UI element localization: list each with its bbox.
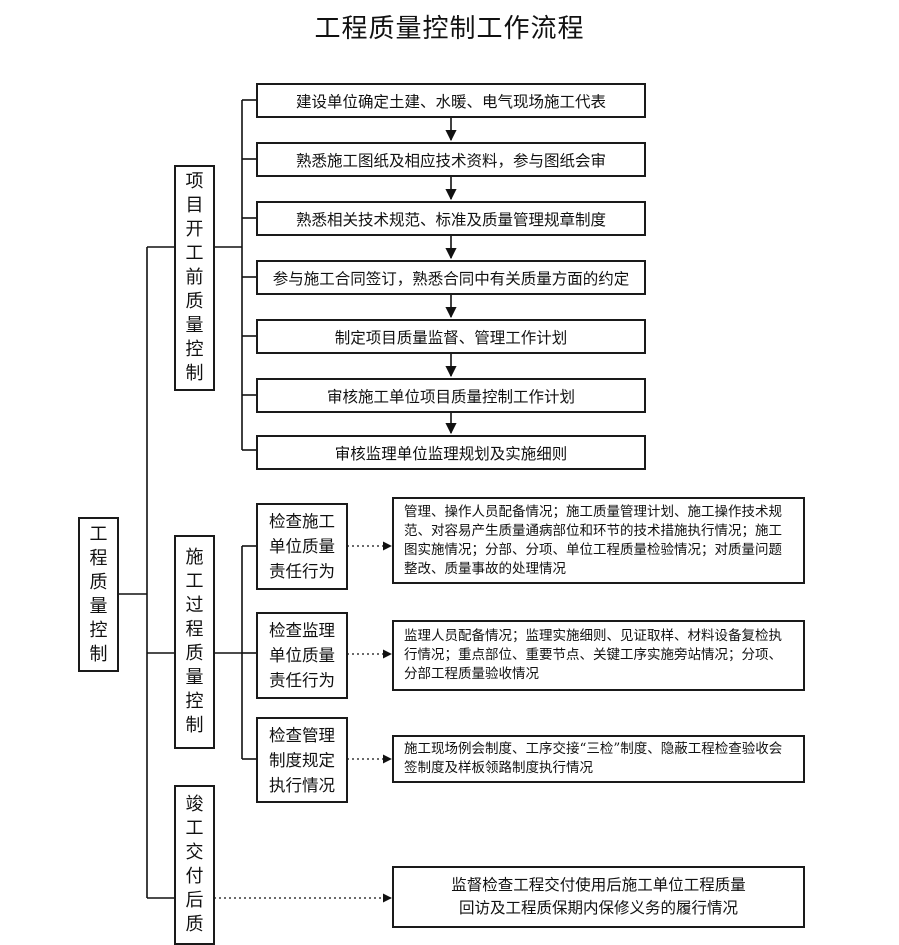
- process-action-2: 检查监理单位质量责任行为: [256, 612, 348, 699]
- pre-step-5: 制定项目质量监督、管理工作计划: [256, 319, 646, 354]
- root-node: 工 程 质 量 控 制: [78, 517, 119, 672]
- process-detail-2: 监理人员配备情况；监理实施细则、见证取样、材料设备复检执行情况；重点部位、重要节…: [392, 620, 805, 691]
- root-label: 工 程 质 量 控 制: [89, 523, 108, 665]
- process-detail-1: 管理、操作人员配备情况；施工质量管理计划、施工操作技术规范、对容易产生质量通病部…: [392, 497, 805, 584]
- phase-pre-construction: 项 目 开 工 前 质 量 控 制: [174, 165, 215, 391]
- phase-completion: 竣 工 交 付 后 质: [174, 785, 215, 945]
- completion-detail: 监督检查工程交付使用后施工单位工程质量回访及工程质保期内保修义务的履行情况: [392, 866, 805, 928]
- phase-completion-label: 竣 工 交 付 后 质: [185, 794, 204, 935]
- pre-step-2: 熟悉施工图纸及相应技术资料，参与图纸会审: [256, 142, 646, 177]
- pre-step-6: 审核施工单位项目质量控制工作计划: [256, 378, 646, 413]
- pre-step-1: 建设单位确定土建、水暖、电气现场施工代表: [256, 83, 646, 118]
- phase-process-label: 施 工 过 程 质 量 控 制: [185, 547, 204, 736]
- phase-construction-process: 施 工 过 程 质 量 控 制: [174, 535, 215, 749]
- process-action-1: 检查施工单位质量责任行为: [256, 503, 348, 590]
- pre-step-4: 参与施工合同签订，熟悉合同中有关质量方面的约定: [256, 260, 646, 295]
- pre-step-3: 熟悉相关技术规范、标准及质量管理规章制度: [256, 201, 646, 236]
- process-action-3: 检查管理制度规定执行情况: [256, 717, 348, 803]
- phase-pre-label: 项 目 开 工 前 质 量 控 制: [185, 171, 204, 384]
- page-title: 工程质量控制工作流程: [314, 14, 585, 44]
- pre-step-7: 审核监理单位监理规划及实施细则: [256, 435, 646, 470]
- process-detail-3: 施工现场例会制度、工序交接“三检”制度、隐蔽工程检查验收会签制度及样板领路制度执…: [392, 735, 805, 783]
